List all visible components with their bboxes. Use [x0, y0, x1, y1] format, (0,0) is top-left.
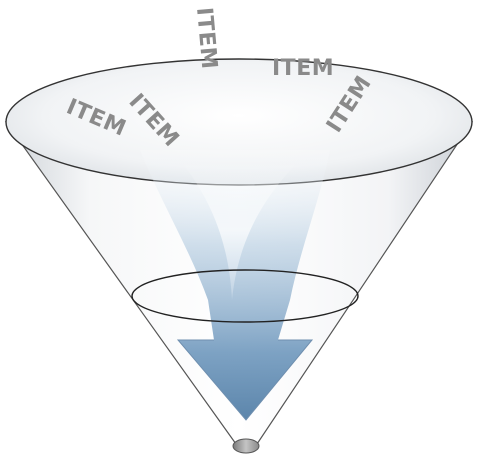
- down-arrow-icon: [140, 150, 330, 421]
- item-label-3: ITEM: [191, 6, 221, 70]
- flow-arrow-outline: [176, 339, 314, 421]
- item-label-4: ITEM: [272, 56, 334, 81]
- flow-arrow-swirl: [180, 160, 300, 300]
- funnel-spout: [232, 438, 260, 454]
- funnel-middle-ring: [131, 269, 359, 323]
- flow-arrow-body: [140, 150, 330, 420]
